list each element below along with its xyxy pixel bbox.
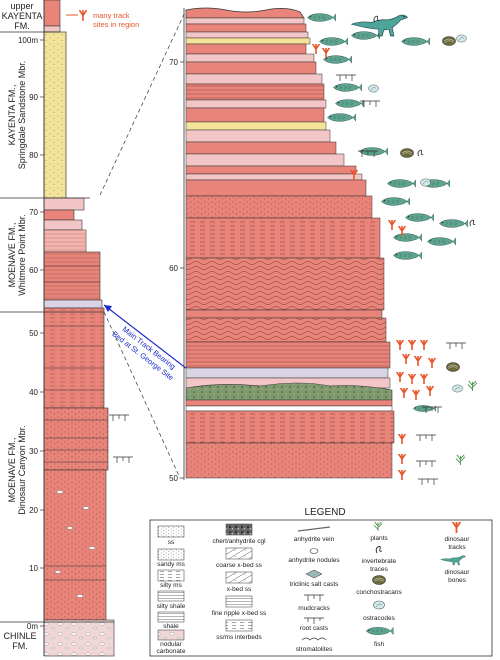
legend-title: LEGEND: [304, 507, 345, 518]
legend-coarse-xbed-label: coarse x-bed ss: [216, 562, 263, 569]
legend-mudcrack-label: mudcracks: [298, 605, 330, 612]
legend-invertebrate-label: invertebrate: [362, 558, 397, 565]
zoom-connector-bottom: [103, 311, 181, 479]
plant-icon-1: [467, 380, 478, 391]
legend-structures-col: anhydrite vein anhydrite nodules triclin…: [288, 526, 340, 653]
stromatolite-icon: [301, 637, 327, 641]
vein-icon: [297, 526, 331, 532]
root-cast-icon: [304, 617, 324, 624]
left-scale-label-40: 40: [29, 388, 38, 397]
springdale-sandstone-column: [43, 31, 67, 199]
track-sites-label: many track: [93, 11, 130, 20]
conchostracan-icon-3: [446, 362, 460, 372]
legend-carbonate-label: carbonate: [157, 648, 186, 655]
legend-vein-label: anhydrite vein: [294, 536, 335, 543]
legend-xbed-label: x-bed ss: [227, 586, 252, 593]
kayenta-upper-label: upper: [10, 1, 33, 11]
legend-ss-label: ss: [168, 539, 175, 546]
left-mudcrack-icon-1: [108, 414, 130, 422]
detail-scale-label-50: 50: [169, 474, 178, 483]
legend-ostracodes-label: ostracodes: [363, 615, 396, 622]
conchostracan-icon-2: [400, 148, 414, 158]
legend-ripple-label: fine ripple x-bed ss: [212, 610, 267, 617]
legend-salt-label: triclinic salt casts: [290, 581, 340, 588]
legend-nodular-label: nodular: [160, 641, 183, 648]
legend-conchostracans-label: conchostracans: [356, 589, 402, 596]
left-scale-label-100: 100m: [18, 36, 38, 45]
ostracode-icon-1: [456, 34, 467, 43]
trace-icon-1: [417, 149, 424, 157]
legend-traces-label: traces: [370, 566, 388, 573]
left-scale-label-90: 90: [29, 93, 38, 102]
kayenta-fm2-label: FM.: [14, 21, 30, 31]
left-scale-label-30: 30: [29, 447, 38, 456]
legend-shale-label: shale: [163, 623, 179, 630]
legend-bones-label: bones: [448, 577, 466, 584]
conchostracan-icon: [372, 575, 386, 585]
zoom-connector-top: [99, 9, 187, 196]
nodule-icon: [309, 548, 319, 554]
legend-stromatolite-label: stromatolites: [296, 646, 334, 653]
legend-sandy-ms-label: sandy ms: [157, 561, 186, 568]
left-scale-label-70: 70: [29, 208, 38, 217]
springdale-member-name: Springdale Sandstone Mbr.: [17, 61, 27, 170]
legend-box: [149, 519, 493, 657]
chinle-column: [43, 619, 115, 657]
conchostracan-icon-1: [442, 36, 456, 46]
ostracode-icon: [373, 600, 385, 610]
legend-interbed-label: ss/ms interbeds: [216, 634, 262, 641]
left-scale-label-50: 50: [29, 329, 38, 338]
legend-fossils-col: plants invertebrate traces conchostracan…: [356, 521, 403, 648]
legend-dinosaur-bones-label: dinosaur: [445, 569, 471, 576]
left-scale-label-80: 80: [29, 151, 38, 160]
legend-dinosaur-tracks-label: dinosaur: [445, 536, 471, 543]
legend-dinosaur-col: dinosaur tracks dinosaur bones: [440, 522, 471, 584]
detail-scale-label-60: 60: [169, 264, 178, 273]
legend-tracks-label: tracks: [448, 544, 466, 551]
legend-plants-label: plants: [370, 535, 388, 542]
ostracode-icon-2: [368, 84, 379, 93]
legend-lithology-col1: ss sandy ms silty ms silty shale shale n…: [157, 525, 186, 655]
chinle-fm-label: FM.: [12, 641, 28, 651]
chinle-label: CHINLE: [3, 631, 36, 641]
main-track-bed-layer: [185, 382, 393, 401]
left-mudcrack-icon-2: [112, 456, 134, 464]
kayenta-upper-bed: [43, 0, 61, 27]
left-scale-label-20: 20: [29, 506, 38, 515]
kayenta-formation-name: KAYENTA FM.,: [7, 85, 17, 146]
trace-icon-2: [469, 219, 476, 227]
left-scale-label-10: 10: [29, 564, 38, 573]
plant-icon-2: [455, 454, 466, 465]
left-scale-label-0: 0m: [27, 622, 38, 631]
track-arrow-icon: [79, 10, 87, 21]
kayenta-fm-label: KAYENTA: [2, 11, 43, 21]
legend-silty-shale-label: silty shale: [157, 603, 186, 610]
dinosaur-canyon-formation-name: MOENAVE FM.,: [7, 438, 17, 503]
legend-cgl-label: chert/anhydrite cgl: [212, 538, 266, 545]
whitmore-member-name: Whitmore Point Mbr.: [17, 214, 27, 296]
legend: LEGEND ss sandy ms silty ms silty shale …: [149, 507, 493, 657]
legend-silty-ms-label: silty ms: [160, 582, 182, 589]
track-sites-label-2: sites in region: [93, 20, 139, 29]
fish-icon-small: [412, 405, 436, 412]
legend-fish-label: fish: [374, 641, 385, 648]
legend-nodules-label: anhydrite nodules: [288, 557, 340, 564]
dinosaur-canyon-member-name: Dinosaur Canyon Mbr.: [17, 425, 27, 515]
left-scale-label-60: 60: [29, 266, 38, 275]
ostracode-icon-4: [452, 384, 463, 393]
ostracode-icon-3: [420, 178, 431, 187]
detail-scale-label-70: 70: [169, 58, 178, 67]
whitmore-formation-name: MOENAVE FM.,: [7, 223, 17, 288]
legend-root-label: root casts: [300, 625, 329, 632]
detail-stratigraphic-column: 70 60 50: [169, 7, 395, 483]
track-sites-annotation: many track sites in region: [66, 10, 139, 29]
legend-lithology-col2: chert/anhydrite cgl coarse x-bed ss x-be…: [212, 523, 267, 641]
left-stratigraphic-column: 100m 90 80 70 60 50 40 30 20 10 0m: [0, 0, 134, 657]
salt-cast-icon: [305, 569, 323, 579]
formation-labels: upper KAYENTA FM. KAYENTA FM., Springdal…: [2, 1, 43, 651]
